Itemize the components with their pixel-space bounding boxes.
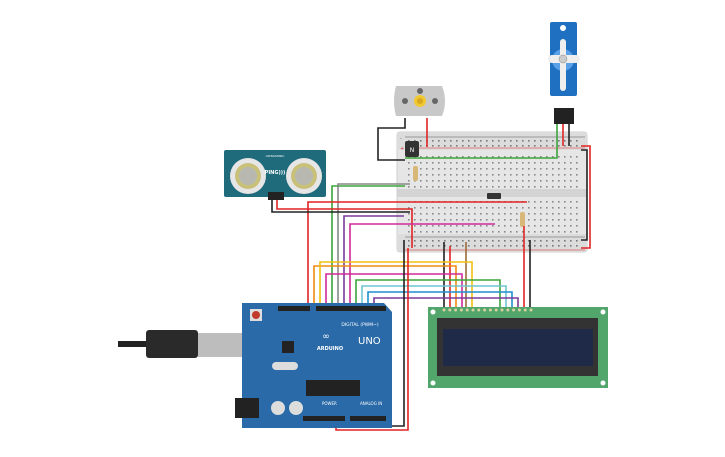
lcd-pin[interactable] (465, 308, 469, 312)
microcontroller-chip (306, 380, 360, 396)
resistor[interactable] (520, 212, 525, 227)
ultrasonic-sensor[interactable]: ULTRASONIC PING))) (224, 150, 326, 200)
lcd-pin[interactable] (512, 308, 516, 312)
lcd-16x2[interactable] (428, 307, 608, 388)
transistor-label: N (410, 147, 415, 154)
dc-motor[interactable] (394, 86, 445, 116)
lcd-pin[interactable] (517, 308, 521, 312)
breadboard[interactable]: - + (396, 131, 588, 253)
wires (271, 118, 591, 431)
servo-motor[interactable] (548, 22, 580, 124)
usb-cable[interactable] (118, 330, 244, 358)
arduino-brand: ARDUINO (317, 346, 343, 352)
lcd-pin[interactable] (500, 308, 504, 312)
lcd-pin[interactable] (477, 308, 481, 312)
transistor[interactable]: N (405, 141, 419, 157)
lcd-screen (443, 329, 593, 366)
lcd-pin[interactable] (459, 308, 463, 312)
lcd-pin[interactable] (523, 308, 527, 312)
digital-label: DIGITAL (PWM~) (341, 322, 379, 328)
lcd-pin[interactable] (488, 308, 492, 312)
arduino-model: UNO (358, 336, 381, 347)
reset-button[interactable] (252, 311, 260, 319)
rail-minus-label: - (400, 136, 402, 142)
arduino-logo: ∞ (322, 332, 330, 342)
lcd-pin[interactable] (494, 308, 498, 312)
sensor-model-label: ULTRASONIC (266, 154, 285, 158)
lcd-pin[interactable] (483, 308, 487, 312)
arduino-uno[interactable]: DIGITAL (PWM~) ARDUINO UNO ∞ POWER ANALO… (235, 303, 392, 428)
slide-switch[interactable] (487, 193, 501, 199)
sensor-label: PING))) (265, 170, 286, 176)
analog-label: ANALOG IN (360, 401, 382, 406)
lcd-pin[interactable] (454, 308, 458, 312)
lcd-pin[interactable] (529, 308, 533, 312)
power-label: POWER (322, 401, 337, 406)
rail-plus-label: + (400, 146, 404, 152)
lcd-pin[interactable] (471, 308, 475, 312)
lcd-pin[interactable] (448, 308, 452, 312)
breadboard-holes (408, 140, 578, 247)
lcd-pin[interactable] (506, 308, 510, 312)
resistor[interactable] (413, 166, 418, 181)
lcd-pin[interactable] (442, 308, 446, 312)
